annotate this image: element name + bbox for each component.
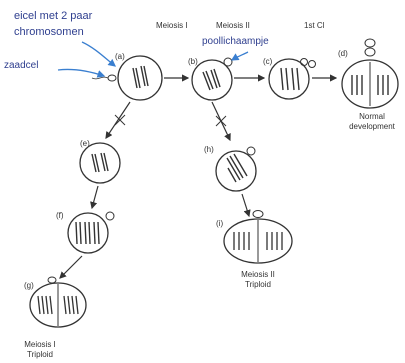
- cell-g: [29, 276, 87, 328]
- cell-b: [191, 57, 233, 101]
- caption-g-line1: Meiosis I: [24, 340, 56, 349]
- branch-meiosis2-failure: [211, 101, 231, 142]
- panel-label-c: (c): [263, 57, 273, 66]
- panel-label-a: (a): [115, 52, 125, 61]
- arrow-h-i: [241, 193, 251, 218]
- sperm-cell: [91, 74, 117, 82]
- cell-e: [79, 142, 121, 184]
- egg-note-line2: chromosomen: [14, 26, 84, 38]
- header-first-cleavage: 1st Cl: [304, 21, 325, 30]
- header-meiosis-1: Meiosis I: [156, 21, 188, 30]
- arrow-f-g: [59, 255, 83, 279]
- cell-a: [117, 55, 163, 101]
- panel-label-b: (b): [188, 57, 198, 66]
- sperm-note: zaadcel: [4, 60, 39, 71]
- cell-i: [223, 210, 293, 264]
- caption-d-line1: Normal: [359, 112, 385, 121]
- panel-label-f: (f): [56, 211, 64, 220]
- cell-d: [341, 38, 399, 109]
- cell-f: [67, 211, 115, 254]
- egg-note-line1: eicel met 2 paar: [14, 10, 93, 22]
- caption-i-line2: Triploid: [245, 280, 271, 289]
- panel-label-i: (i): [216, 219, 224, 228]
- panel-label-h: (h): [204, 145, 214, 154]
- polar-body-note: poollichaampje: [202, 36, 269, 47]
- sperm-annotation-arrow: [57, 68, 106, 78]
- panel-label-d: (d): [338, 49, 348, 58]
- panel-label-g: (g): [24, 281, 34, 290]
- header-meiosis-2: Meiosis II: [216, 21, 250, 30]
- caption-i-line1: Meiosis II: [241, 270, 275, 279]
- polar-body-annotation-arrow: [230, 51, 249, 61]
- caption-g-line2: Triploid: [27, 350, 53, 359]
- panel-label-e: (e): [80, 139, 90, 148]
- branch-meiosis1-failure: [105, 101, 131, 139]
- cell-c: [268, 58, 316, 100]
- cell-h: [215, 146, 257, 192]
- arrow-e-f: [90, 185, 99, 210]
- egg-annotation-arrow: [81, 41, 117, 67]
- caption-d-line2: development: [349, 122, 395, 131]
